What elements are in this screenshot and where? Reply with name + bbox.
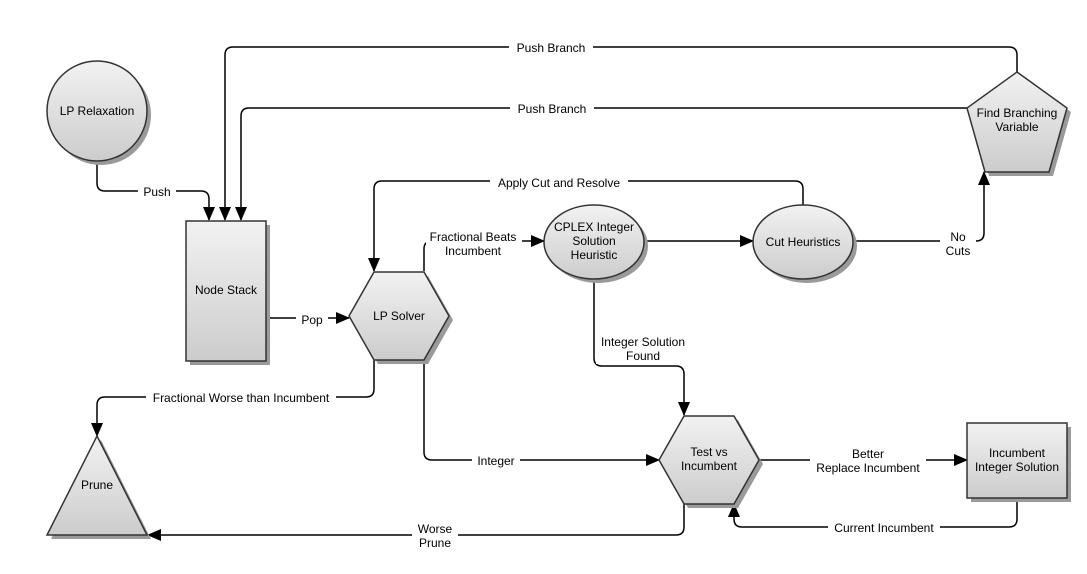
label-line: Cut Heuristics — [766, 235, 841, 249]
edge-label-apply-cut: Apply Cut and Resolve — [490, 174, 628, 190]
edge-label-current-incumbent: Current Incumbent — [828, 519, 940, 535]
label-line: Variable — [995, 120, 1038, 134]
label-line: Better — [852, 447, 884, 461]
label-line: Integer — [477, 454, 514, 468]
svg-text:Push Branch: Push Branch — [518, 102, 587, 116]
label-line: Integer Solution — [601, 335, 685, 349]
label-line: Prune — [81, 478, 113, 492]
node-lp-solver[interactable]: LP Solver — [348, 271, 453, 364]
svg-text:Fractional Worse than Incumben: Fractional Worse than Incumbent — [153, 391, 330, 405]
label-line: Apply Cut and Resolve — [498, 176, 620, 190]
label-line: Find Branching — [977, 106, 1058, 120]
label-line: Node Stack — [195, 283, 258, 297]
edge-integer-found — [593, 279, 690, 416]
edge-label-integer: Integer — [472, 452, 520, 468]
label-line: LP Relaxation — [60, 104, 135, 118]
label-line: Pop — [301, 313, 323, 327]
label-line: Test vs — [690, 445, 727, 459]
label-line: Current Incumbent — [834, 521, 934, 535]
edge-worse-prune — [147, 504, 685, 541]
label-line: Fractional Worse than Incumbent — [153, 391, 330, 405]
label-line: Solution — [572, 234, 615, 248]
node-node-stack[interactable]: Node Stack — [185, 220, 270, 365]
edge-label-push-branch-inner: Push Branch — [510, 100, 594, 116]
label-line: Worse — [418, 522, 453, 536]
edge-label-pop: Pop — [296, 311, 328, 327]
edge-label-push-branch-outer: Push Branch — [509, 39, 593, 55]
edge-push-branch-inner — [235, 107, 968, 221]
label-line: Replace Incumbent — [816, 461, 920, 475]
edge-integer — [423, 360, 660, 466]
label-line: Integer Solution — [975, 460, 1059, 474]
node-lp-relaxation[interactable]: LP Relaxation — [46, 60, 151, 165]
label-line: Incumbent — [681, 459, 738, 473]
edge-push-branch-outer — [219, 46, 1018, 221]
node-lp-relaxation-label: LP Relaxation — [60, 104, 135, 118]
label-line: Incumbent — [989, 446, 1046, 460]
svg-text:Pop: Pop — [301, 313, 323, 327]
edge-no-cuts — [854, 171, 990, 242]
svg-text:Current Incumbent: Current Incumbent — [834, 521, 934, 535]
label-line: Push Branch — [517, 41, 586, 55]
label-line: Found — [626, 349, 660, 363]
label-line: Cuts — [946, 244, 971, 258]
label-line: Fractional Beats — [430, 230, 517, 244]
svg-text:Integer: Integer — [477, 454, 514, 468]
edge-label-fractional-worse: Fractional Worse than Incumbent — [146, 389, 336, 405]
label-line: Push — [143, 185, 170, 199]
label-line: Heuristic — [571, 248, 618, 262]
edge-label-push: Push — [138, 183, 176, 199]
node-prune-label: Prune — [81, 478, 113, 492]
label-line: Prune — [419, 536, 451, 550]
node-node-stack-label: Node Stack — [195, 283, 258, 297]
svg-text:Push: Push — [143, 185, 170, 199]
label-line: Incumbent — [445, 244, 502, 258]
label-line: No — [950, 230, 966, 244]
label-line: Push Branch — [518, 102, 587, 116]
node-cut-heuristics-label: Cut Heuristics — [766, 235, 841, 249]
svg-text:Apply Cut and Resolve: Apply Cut and Resolve — [498, 176, 620, 190]
node-lp-solver-label: LP Solver — [373, 309, 425, 323]
node-prune[interactable]: Prune — [45, 434, 151, 539]
node-cut-heuristics[interactable]: Cut Heuristics — [752, 204, 857, 283]
label-line: LP Solver — [373, 309, 425, 323]
label-line: CPLEX Integer — [554, 220, 634, 234]
svg-text:Push Branch: Push Branch — [517, 41, 586, 55]
